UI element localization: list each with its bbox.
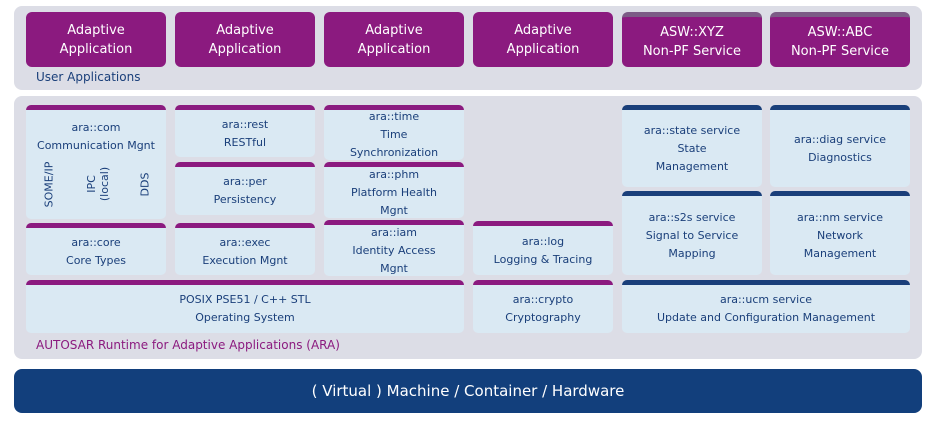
ara-s2s-desc2: Mapping — [668, 246, 716, 260]
app-line1: Adaptive — [365, 22, 423, 38]
app-line1: Adaptive — [514, 22, 572, 38]
ara-iam-block: ara::iam Identity Access Mgnt — [324, 220, 464, 276]
ara-log-desc: Logging & Tracing — [493, 252, 593, 266]
ara-state-desc2: Management — [655, 159, 729, 173]
ara-core-block: ara::core Core Types — [26, 223, 166, 275]
ara-phm-block: ara::phm Platform Health Mgnt — [324, 162, 464, 218]
ara-crypto-name: ara::crypto — [512, 293, 574, 306]
dds-sub: DDS — [126, 153, 164, 215]
some-ip-label-group: SOME/IP — [43, 161, 56, 207]
user-applications-panel: Adaptive Application Adaptive Applicatio… — [14, 6, 922, 90]
ara-time-desc1: Time — [380, 128, 408, 141]
ara-log-block: ara::log Logging & Tracing — [473, 221, 613, 275]
ara-core-name: ara::core — [71, 235, 121, 249]
ara-label: AUTOSAR Runtime for Adaptive Application… — [36, 338, 340, 352]
ara-phm-name: ara::phm — [368, 167, 420, 181]
ara-panel: ara::com Communication Mgnt SOME/IP IPC … — [14, 96, 922, 359]
ara-nm-desc2: Management — [803, 246, 877, 260]
app-line1: ASW::ABC — [807, 25, 873, 40]
machine-container-hardware-bar: ( Virtual ) Machine / Container / Hardwa… — [14, 369, 922, 413]
adaptive-application-2: Adaptive Application — [175, 12, 315, 67]
app-line2: Non-PF Service — [790, 44, 890, 59]
ara-rest-block: ara::rest RESTful — [175, 105, 315, 157]
ara-com-name: ara::com — [71, 121, 121, 134]
ara-s2s-desc1: Signal to Service — [645, 228, 739, 242]
ara-time-desc2: Synchronization — [349, 146, 439, 159]
ara-log-name: ara::log — [521, 234, 565, 248]
non-pf-service-xyz: ASW::XYZ Non-PF Service — [622, 12, 762, 67]
ara-exec-block: ara::exec Execution Mgnt — [175, 223, 315, 275]
ara-time-block: ara::time Time Synchronization — [324, 105, 464, 160]
ara-com-desc: Communication Mgnt — [37, 139, 155, 152]
ara-state-name: ara::state service — [643, 123, 741, 137]
ara-rest-name: ara::rest — [221, 117, 269, 131]
non-pf-service-abc: ASW::ABC Non-PF Service — [770, 12, 910, 67]
some-ip-sub: SOME/IP — [28, 153, 70, 215]
ara-s2s-block: ara::s2s service Signal to Service Mappi… — [622, 191, 762, 275]
ara-iam-desc2: Mgnt — [380, 261, 408, 275]
app-line2: Application — [506, 41, 580, 57]
ara-state-block: ara::state service State Management — [622, 105, 762, 187]
ipc-local-label-group: IPC (local) — [85, 167, 111, 201]
ara-nm-block: ara::nm service Network Management — [770, 191, 910, 275]
ara-iam-desc1: Identity Access — [352, 243, 436, 257]
ara-core-desc: Core Types — [66, 253, 126, 267]
app-line1: Adaptive — [216, 22, 274, 38]
ara-per-desc: Persistency — [213, 193, 277, 206]
app-line2: Application — [208, 41, 282, 57]
ara-phm-desc2: Mgnt — [380, 203, 408, 217]
ara-diag-name: ara::diag service — [793, 132, 887, 146]
ipc-label: IPC — [85, 175, 98, 193]
ara-exec-desc: Execution Mgnt — [202, 253, 288, 267]
ipc-local-label: (local) — [98, 166, 111, 202]
app-line2: Non-PF Service — [642, 44, 742, 59]
app-line1: ASW::XYZ — [660, 25, 724, 40]
dds-label-group: DDS — [139, 172, 152, 196]
ara-crypto-desc: Cryptography — [505, 311, 581, 324]
some-ip-label: SOME/IP — [42, 161, 56, 207]
ara-per-name: ara::per — [223, 175, 267, 188]
ara-ucm-desc: Update and Configuration Management — [656, 311, 876, 324]
ara-exec-name: ara::exec — [219, 235, 271, 249]
adaptive-application-1: Adaptive Application — [26, 12, 166, 67]
ara-ucm-name: ara::ucm service — [719, 293, 813, 306]
ipc-local-sub: IPC (local) — [75, 153, 121, 215]
ara-ucm-block: ara::ucm service Update and Configuratio… — [622, 280, 910, 333]
ara-time-name: ara::time — [368, 110, 420, 123]
app-line2: Application — [357, 41, 431, 57]
posix-desc: Operating System — [195, 311, 295, 324]
adaptive-application-4: Adaptive Application — [473, 12, 613, 67]
ara-diag-block: ara::diag service Diagnostics — [770, 105, 910, 187]
user-applications-label: User Applications — [36, 70, 141, 84]
ara-diag-desc: Diagnostics — [808, 150, 872, 164]
posix-name: POSIX PSE51 / C++ STL — [179, 293, 311, 306]
app-line1: Adaptive — [67, 22, 125, 38]
ara-iam-name: ara::iam — [371, 225, 417, 239]
ara-phm-desc1: Platform Health — [350, 185, 437, 199]
machine-label: ( Virtual ) Machine / Container / Hardwa… — [311, 382, 625, 400]
ara-nm-name: ara::nm service — [796, 210, 883, 224]
posix-os-block: POSIX PSE51 / C++ STL Operating System — [26, 280, 464, 333]
ara-per-block: ara::per Persistency — [175, 162, 315, 215]
ara-crypto-block: ara::crypto Cryptography — [473, 280, 613, 333]
ara-s2s-name: ara::s2s service — [648, 210, 736, 224]
app-line2: Application — [59, 41, 133, 57]
adaptive-application-3: Adaptive Application — [324, 12, 464, 67]
ara-rest-desc: RESTful — [223, 135, 267, 149]
ara-state-desc1: State — [677, 141, 707, 155]
ara-nm-desc1: Network — [817, 228, 863, 242]
dds-label: DDS — [138, 172, 152, 196]
